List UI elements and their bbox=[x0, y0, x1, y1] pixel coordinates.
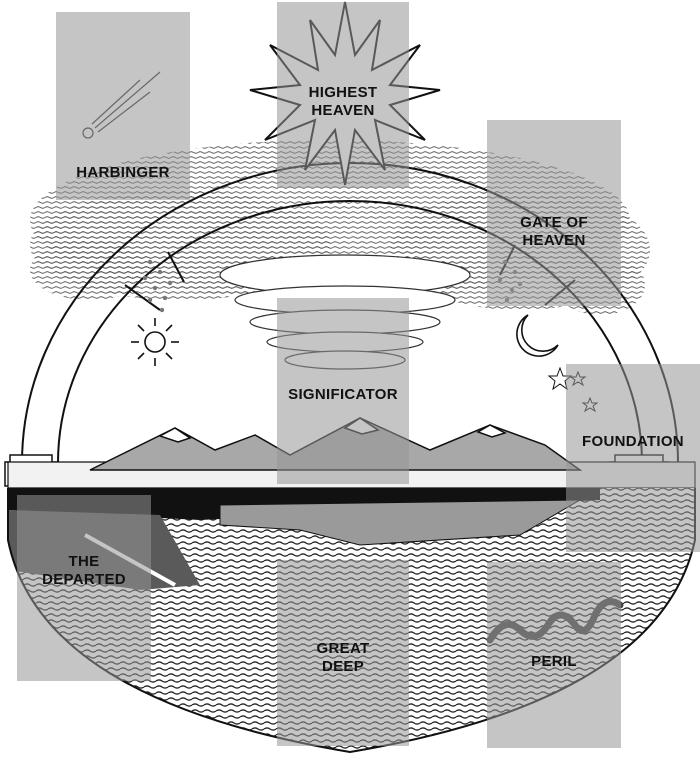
moon-icon bbox=[516, 314, 559, 357]
label-peril: PERIL bbox=[531, 653, 577, 670]
overlay-the-departed bbox=[17, 495, 151, 681]
overlay-highest-heaven bbox=[277, 2, 409, 188]
overlay-great-deep bbox=[277, 560, 409, 746]
overlay-significator bbox=[277, 298, 409, 484]
label-foundation: FOUNDATION bbox=[582, 433, 684, 450]
label-significator: SIGNIFICATOR bbox=[288, 386, 398, 403]
sun-icon bbox=[131, 318, 179, 366]
overlay-foundation bbox=[566, 364, 700, 552]
overlay-peril bbox=[487, 562, 621, 748]
label-gate-of-heaven: GATE OF HEAVEN bbox=[520, 214, 588, 249]
label-harbinger: HARBINGER bbox=[76, 164, 170, 181]
overlay-harbinger bbox=[56, 12, 190, 200]
label-great-deep: GREAT DEEP bbox=[316, 640, 370, 675]
label-the-departed: THE DEPARTED bbox=[42, 553, 126, 588]
label-highest-heaven: HIGHEST HEAVEN bbox=[308, 84, 378, 119]
overlay-gate-of-heaven bbox=[487, 120, 621, 306]
